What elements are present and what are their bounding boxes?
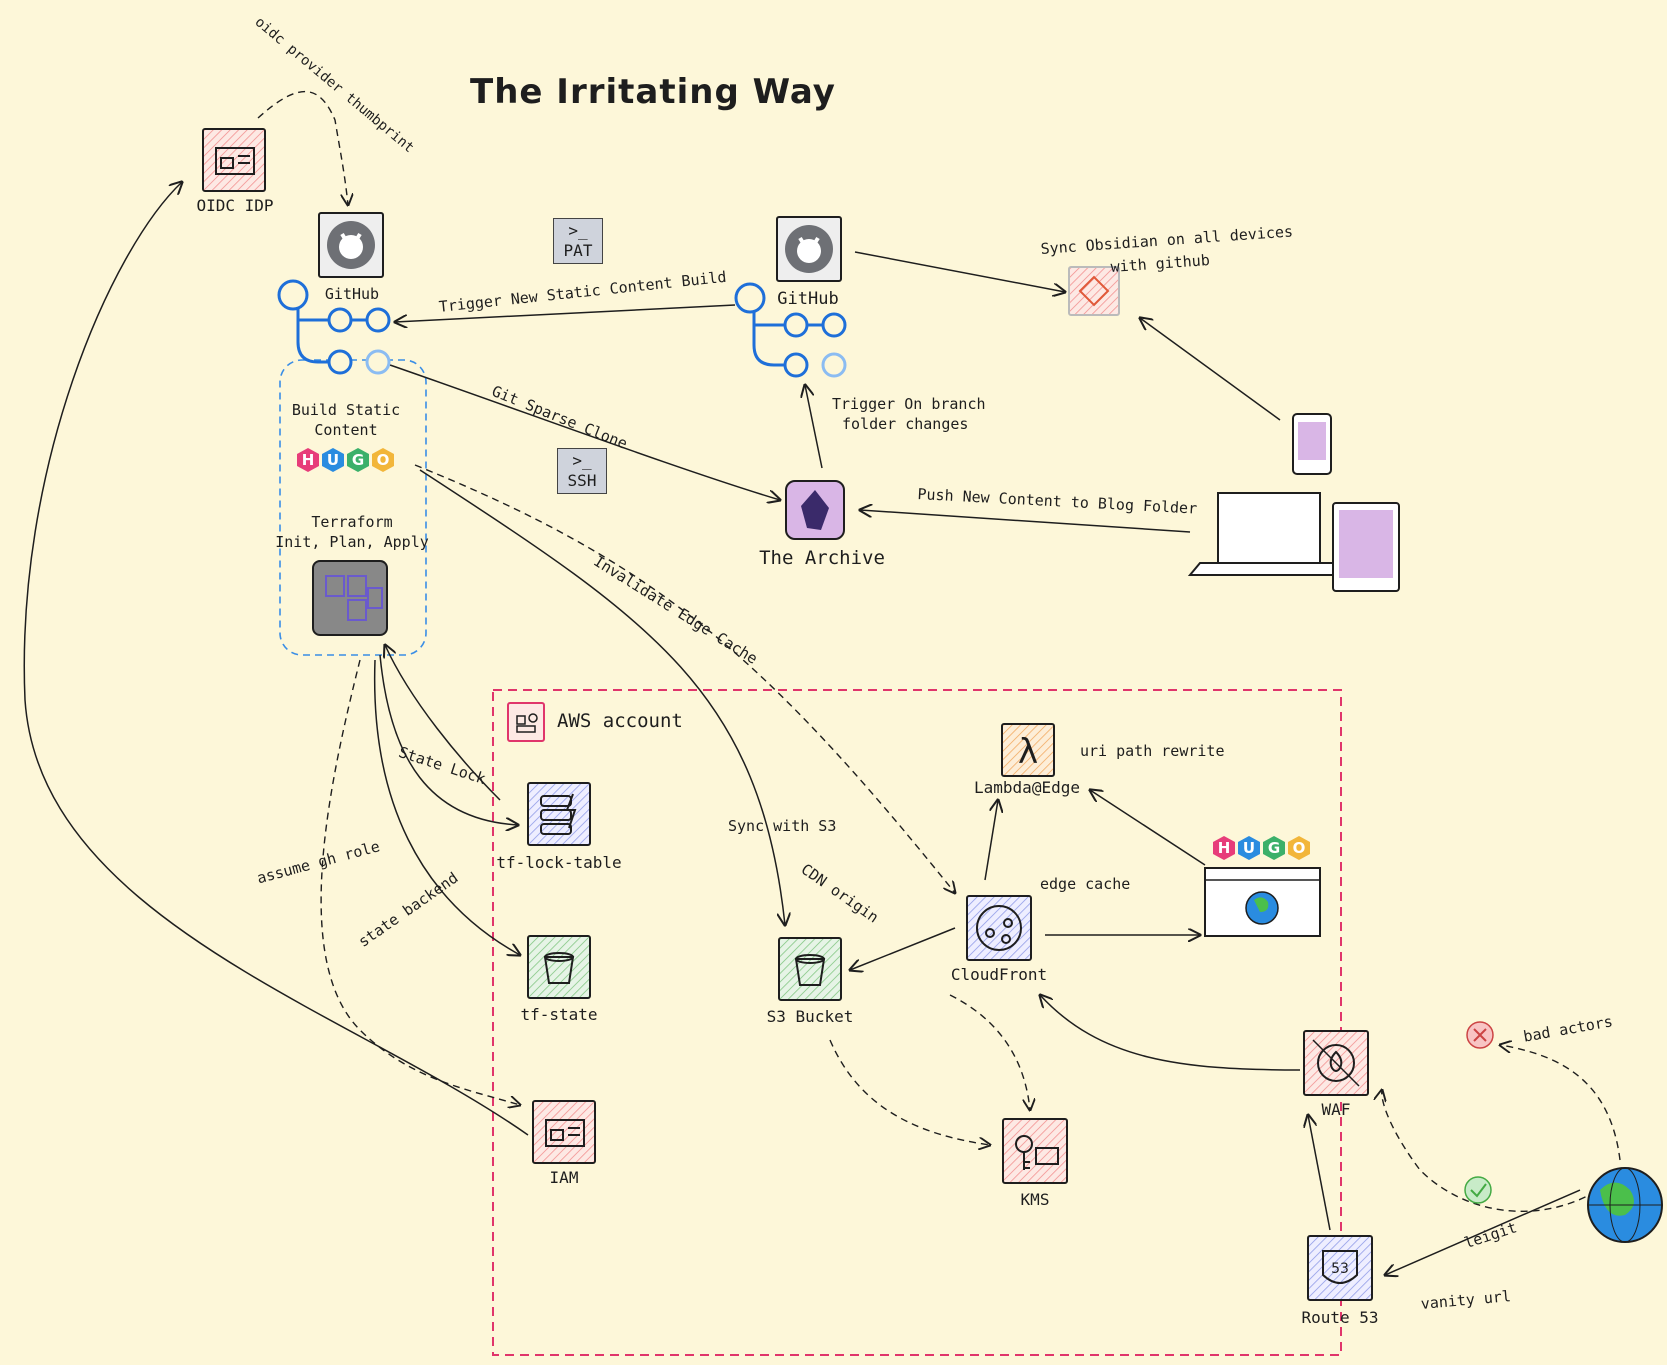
hugo-h: H bbox=[297, 448, 319, 472]
website-window-shape bbox=[1204, 867, 1321, 937]
obsidian-archive-icon bbox=[785, 480, 845, 540]
svg-text:λ: λ bbox=[1018, 732, 1038, 772]
aws-account-boundary bbox=[492, 689, 1342, 1356]
laptop-shape bbox=[1187, 492, 1353, 576]
github-right-label: GitHub bbox=[777, 289, 839, 309]
bad-actor-shape bbox=[1466, 1021, 1494, 1049]
tf-lock-table-label: tf-lock-table bbox=[496, 853, 622, 872]
terraform-icon bbox=[312, 560, 388, 636]
hugo-site-h: H bbox=[1213, 836, 1235, 860]
tablet-shape bbox=[1332, 502, 1400, 592]
kms-icon bbox=[1002, 1118, 1068, 1184]
s3-bucket-icon bbox=[778, 937, 842, 1001]
legit-check-shape bbox=[1464, 1176, 1492, 1204]
s3-bucket-label: S3 Bucket bbox=[766, 1007, 854, 1026]
hugo-site-o: O bbox=[1288, 836, 1310, 860]
waf-icon bbox=[1303, 1030, 1369, 1096]
gh-actions-right bbox=[734, 282, 847, 378]
hugo-logo-build: H U G O bbox=[297, 448, 394, 472]
uri-rewrite-label: uri path rewrite bbox=[1080, 742, 1225, 760]
internet-globe-shape bbox=[1587, 1167, 1663, 1243]
build-group-boundary bbox=[279, 359, 427, 656]
edge-cache-label: edge cache bbox=[1040, 875, 1131, 893]
hugo-site-u: U bbox=[1238, 836, 1260, 860]
the-archive-label: The Archive bbox=[759, 547, 885, 569]
oidc-idp-icon bbox=[202, 128, 266, 192]
build-static-label: Build Static Content bbox=[291, 401, 401, 439]
phone-shape bbox=[1292, 413, 1332, 475]
pat-badge: >_PAT bbox=[553, 218, 603, 264]
trigger-branch-label: Trigger On branch bbox=[832, 395, 986, 413]
tf-state-label: tf-state bbox=[520, 1005, 598, 1024]
waf-label: WAF bbox=[1321, 1100, 1351, 1119]
github-left-icon bbox=[318, 212, 384, 278]
hugo-u: U bbox=[322, 448, 344, 472]
svg-text:53: 53 bbox=[1331, 1261, 1349, 1277]
hugo-g: G bbox=[347, 448, 369, 472]
hugo-o: O bbox=[372, 448, 394, 472]
aws-account-label: AWS account bbox=[557, 710, 683, 732]
lambda-edge-icon: λ bbox=[1001, 723, 1055, 777]
tf-state-icon bbox=[527, 935, 591, 999]
route53-icon: 53 bbox=[1307, 1235, 1373, 1301]
github-right-icon bbox=[776, 216, 842, 282]
oidc-idp-label: OIDC IDP bbox=[196, 196, 274, 215]
terraform-label: Terraform Init, Plan, Apply bbox=[275, 513, 429, 551]
kms-label: KMS bbox=[1020, 1190, 1050, 1209]
gh-actions-left bbox=[277, 279, 391, 375]
aws-account-icon bbox=[507, 702, 545, 742]
cloudfront-label: CloudFront bbox=[950, 965, 1048, 984]
ssh-badge: >_SSH bbox=[557, 448, 607, 494]
github-left-label: GitHub bbox=[324, 285, 380, 303]
sync-s3-label: Sync with S3 bbox=[728, 817, 837, 835]
iam-icon bbox=[532, 1100, 596, 1164]
diagram-title: The Irritating Way bbox=[470, 72, 836, 112]
tf-lock-table-icon bbox=[527, 782, 591, 846]
hugo-site-g: G bbox=[1263, 836, 1285, 860]
cloudfront-icon bbox=[966, 895, 1032, 961]
trigger-branch-label-2: folder changes bbox=[842, 415, 969, 433]
route53-label: Route 53 bbox=[1301, 1308, 1379, 1327]
git-sync-icon bbox=[1068, 266, 1120, 316]
lambda-edge-label: Lambda@Edge bbox=[974, 778, 1080, 797]
iam-label: IAM bbox=[549, 1168, 579, 1187]
hugo-logo-site: H U G O bbox=[1213, 836, 1310, 860]
